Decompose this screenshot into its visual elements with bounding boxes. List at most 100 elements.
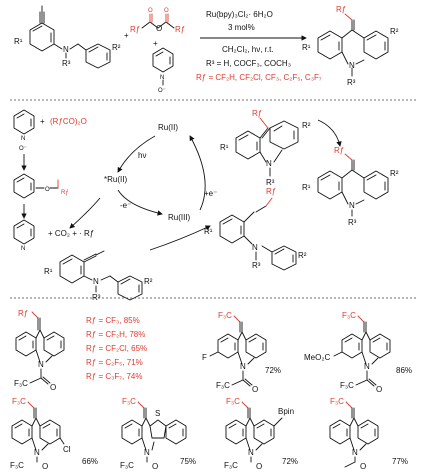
plus-sign-2: + [153,39,158,48]
mech-ru-iii: Ru(III) [168,213,191,222]
p1-o: O [50,383,56,392]
catalyst-label: Ru(bpy)₃Cl₂· 6H₂O [206,10,273,19]
scope-product-5: F₃C S N O F₃C 75% [120,397,196,471]
mech-int-r2: R² [302,121,311,130]
mech-acyloxypyridinium: O Rƒ [13,173,69,199]
mech-prod-r3: R³ [348,218,357,227]
substrate-n: N [63,45,69,54]
mech-ru-ii-top: Ru(II) [158,123,178,132]
anhydride-structure: O O O Rƒ Rƒ [130,8,185,34]
p3-acyl: F₃C [340,381,354,390]
p3-n: N [364,362,370,371]
mech-sub-r2: R² [144,277,153,286]
product-r3: R³ [347,78,356,87]
p1-entry-2: Rƒ = CF₂H, 78% [86,330,145,339]
mech-sub-r1: R¹ [44,267,53,276]
product-structure: Rƒ R¹ R² N R³ [302,5,399,87]
p1-n: N [38,360,44,369]
mech-pno-n: N [21,136,25,142]
product-r2: R² [390,27,399,36]
mech-prod-rf: Rƒ [334,146,344,155]
pyridine-n-oxide: N O⁻ [152,47,174,94]
mech-cation-intermediate: Rƒ N R³ R¹ R² [220,109,311,187]
mech-vr-rf: Rƒ [266,187,276,196]
p4-sub: Cl [63,445,71,454]
pno-n: N [160,75,164,81]
p1-entry-3: Rƒ = CF₂Cl, 65% [86,344,147,353]
p5-n: N [144,448,150,457]
p2-acyl: F₃C [216,381,230,390]
substrate-r3: R³ [62,59,71,68]
scope-product-7: F₃C N O 77% [329,397,408,471]
scope-product-4: F₃C Cl N O F₃C 66% [10,397,98,471]
p4-yield: 66% [82,457,98,466]
scope-product-3: F₃C MeO₂C N O F₃C 86% [304,311,412,394]
p6-o: O [256,462,262,471]
p6-acyl: F₃C [224,461,238,470]
p3-yield: 86% [396,366,412,375]
r3-definition: R³ = H, COCF₃, COCH₃ [206,59,291,68]
p7-n: N [352,448,358,457]
mech-prod-r1: R¹ [302,183,311,192]
product-r1: R¹ [302,43,311,52]
p5-sub: S [155,409,160,418]
p1-entry-1: Rƒ = CF₃, 85% [86,316,140,325]
mech-vr-n: N [252,243,258,252]
mech-arrow-to-product [317,119,342,147]
p2-o: O [252,385,258,394]
conditions-label: CH₂Cl₂, hν, r.t. [222,45,274,54]
p7-cf3: F₃C [330,397,344,406]
mech-sub-r3: R³ [92,293,101,302]
mech-int-n: N [266,159,272,168]
mech-ocor-o: O [45,187,50,193]
mech-pyridine-n: N [21,246,25,252]
mech-product: Rƒ N R³ R¹ R² [302,146,399,227]
mech-pno-o: O⁻ [19,146,27,152]
p2-cf3: F₃C [218,311,232,320]
scope-product-1: Rƒ N O F₃C [14,309,65,392]
mech-arrow-to-radical [69,197,101,229]
mech-vinyl-radical: Rƒ N R³ R¹ R² [204,187,307,271]
p3-o: O [376,385,382,394]
p6-sub: Bpin [278,407,294,416]
scope-product-2: F₃C F N O F₃C 72% [202,311,281,394]
p1-acyl: F₃C [14,379,28,388]
mech-pno: N O⁻ [13,109,35,152]
p4-acyl: F₃C [10,461,24,470]
p2-yield: 72% [265,366,281,375]
reaction-overview: N R¹ R² R³ + O O O Rƒ Rƒ + [14,5,399,94]
p1-rf: Rƒ [18,309,28,318]
p6-yield: 72% [282,457,298,466]
p5-yield: 75% [180,457,196,466]
mech-e-plus: +e⁻ [204,189,217,198]
anhydride-o-bridge: O [156,24,162,33]
anhydride-o2: O [164,8,169,14]
p1-entry-4: Rƒ = C₂F₅, 71% [86,358,143,367]
p2-sub: F [202,353,207,362]
mech-pyridine: N [13,219,35,252]
anhydride-rf-left: Rƒ [130,25,140,34]
substrate-r2: R² [112,43,121,52]
mech-e-minus: -e⁻ [120,201,131,210]
scope: Rƒ N O F₃C Rƒ = CF₃, 85% Rƒ = CF₂H, 78% … [10,309,412,471]
rf-definition: Rƒ = CF₂H, CF₂Cl, CF₃, C₂F₅, C₃F₇ [196,73,322,82]
pno-o: O⁻ [158,88,166,94]
mech-prod-n: N [349,201,355,210]
p3-cf3: F₃C [342,311,356,320]
p5-o: O [152,462,158,471]
p4-cf3: F₃C [12,397,26,406]
mech-int-r1: R¹ [220,143,229,152]
p2-n: N [240,362,246,371]
mech-substrate: N R³ R¹ R² [44,250,153,302]
mech-sub-n: N [93,277,99,286]
p4-n: N [34,448,40,457]
loading-label: 3 mol% [228,23,255,32]
mech-hv: hν [138,151,146,160]
scope-product-6: F₃C Bpin N O F₃C 72% [224,397,298,471]
p6-n: N [248,448,254,457]
p1-entry-5: Rƒ = C₃F₇, 74% [86,372,142,381]
mech-arrow-oxidize [117,189,163,216]
mech-ocor-rf: Rƒ [61,190,69,196]
